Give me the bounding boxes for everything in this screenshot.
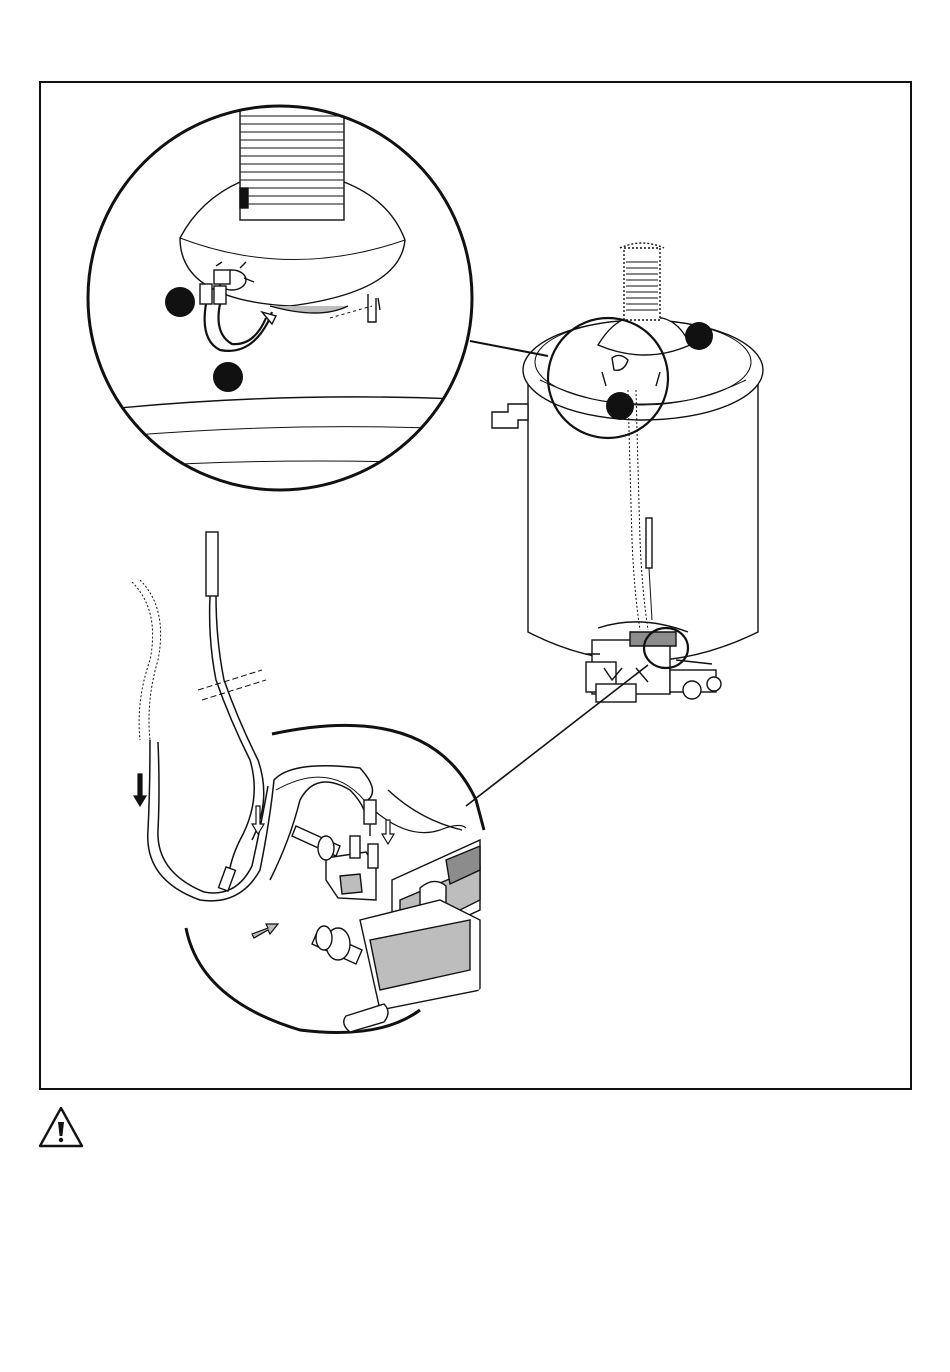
warning-triangle-icon [40, 1108, 82, 1146]
flue-pipe [620, 243, 664, 320]
wire-connector-top [364, 800, 376, 824]
marker-3 [685, 322, 713, 350]
thermocouple-wires [132, 532, 466, 901]
leader-line-bottom [466, 665, 648, 806]
water-heater [492, 243, 763, 702]
marker-2 [213, 362, 243, 392]
marker-4 [606, 392, 634, 420]
detail-circle-top [80, 100, 480, 490]
marker-1 [165, 287, 195, 317]
